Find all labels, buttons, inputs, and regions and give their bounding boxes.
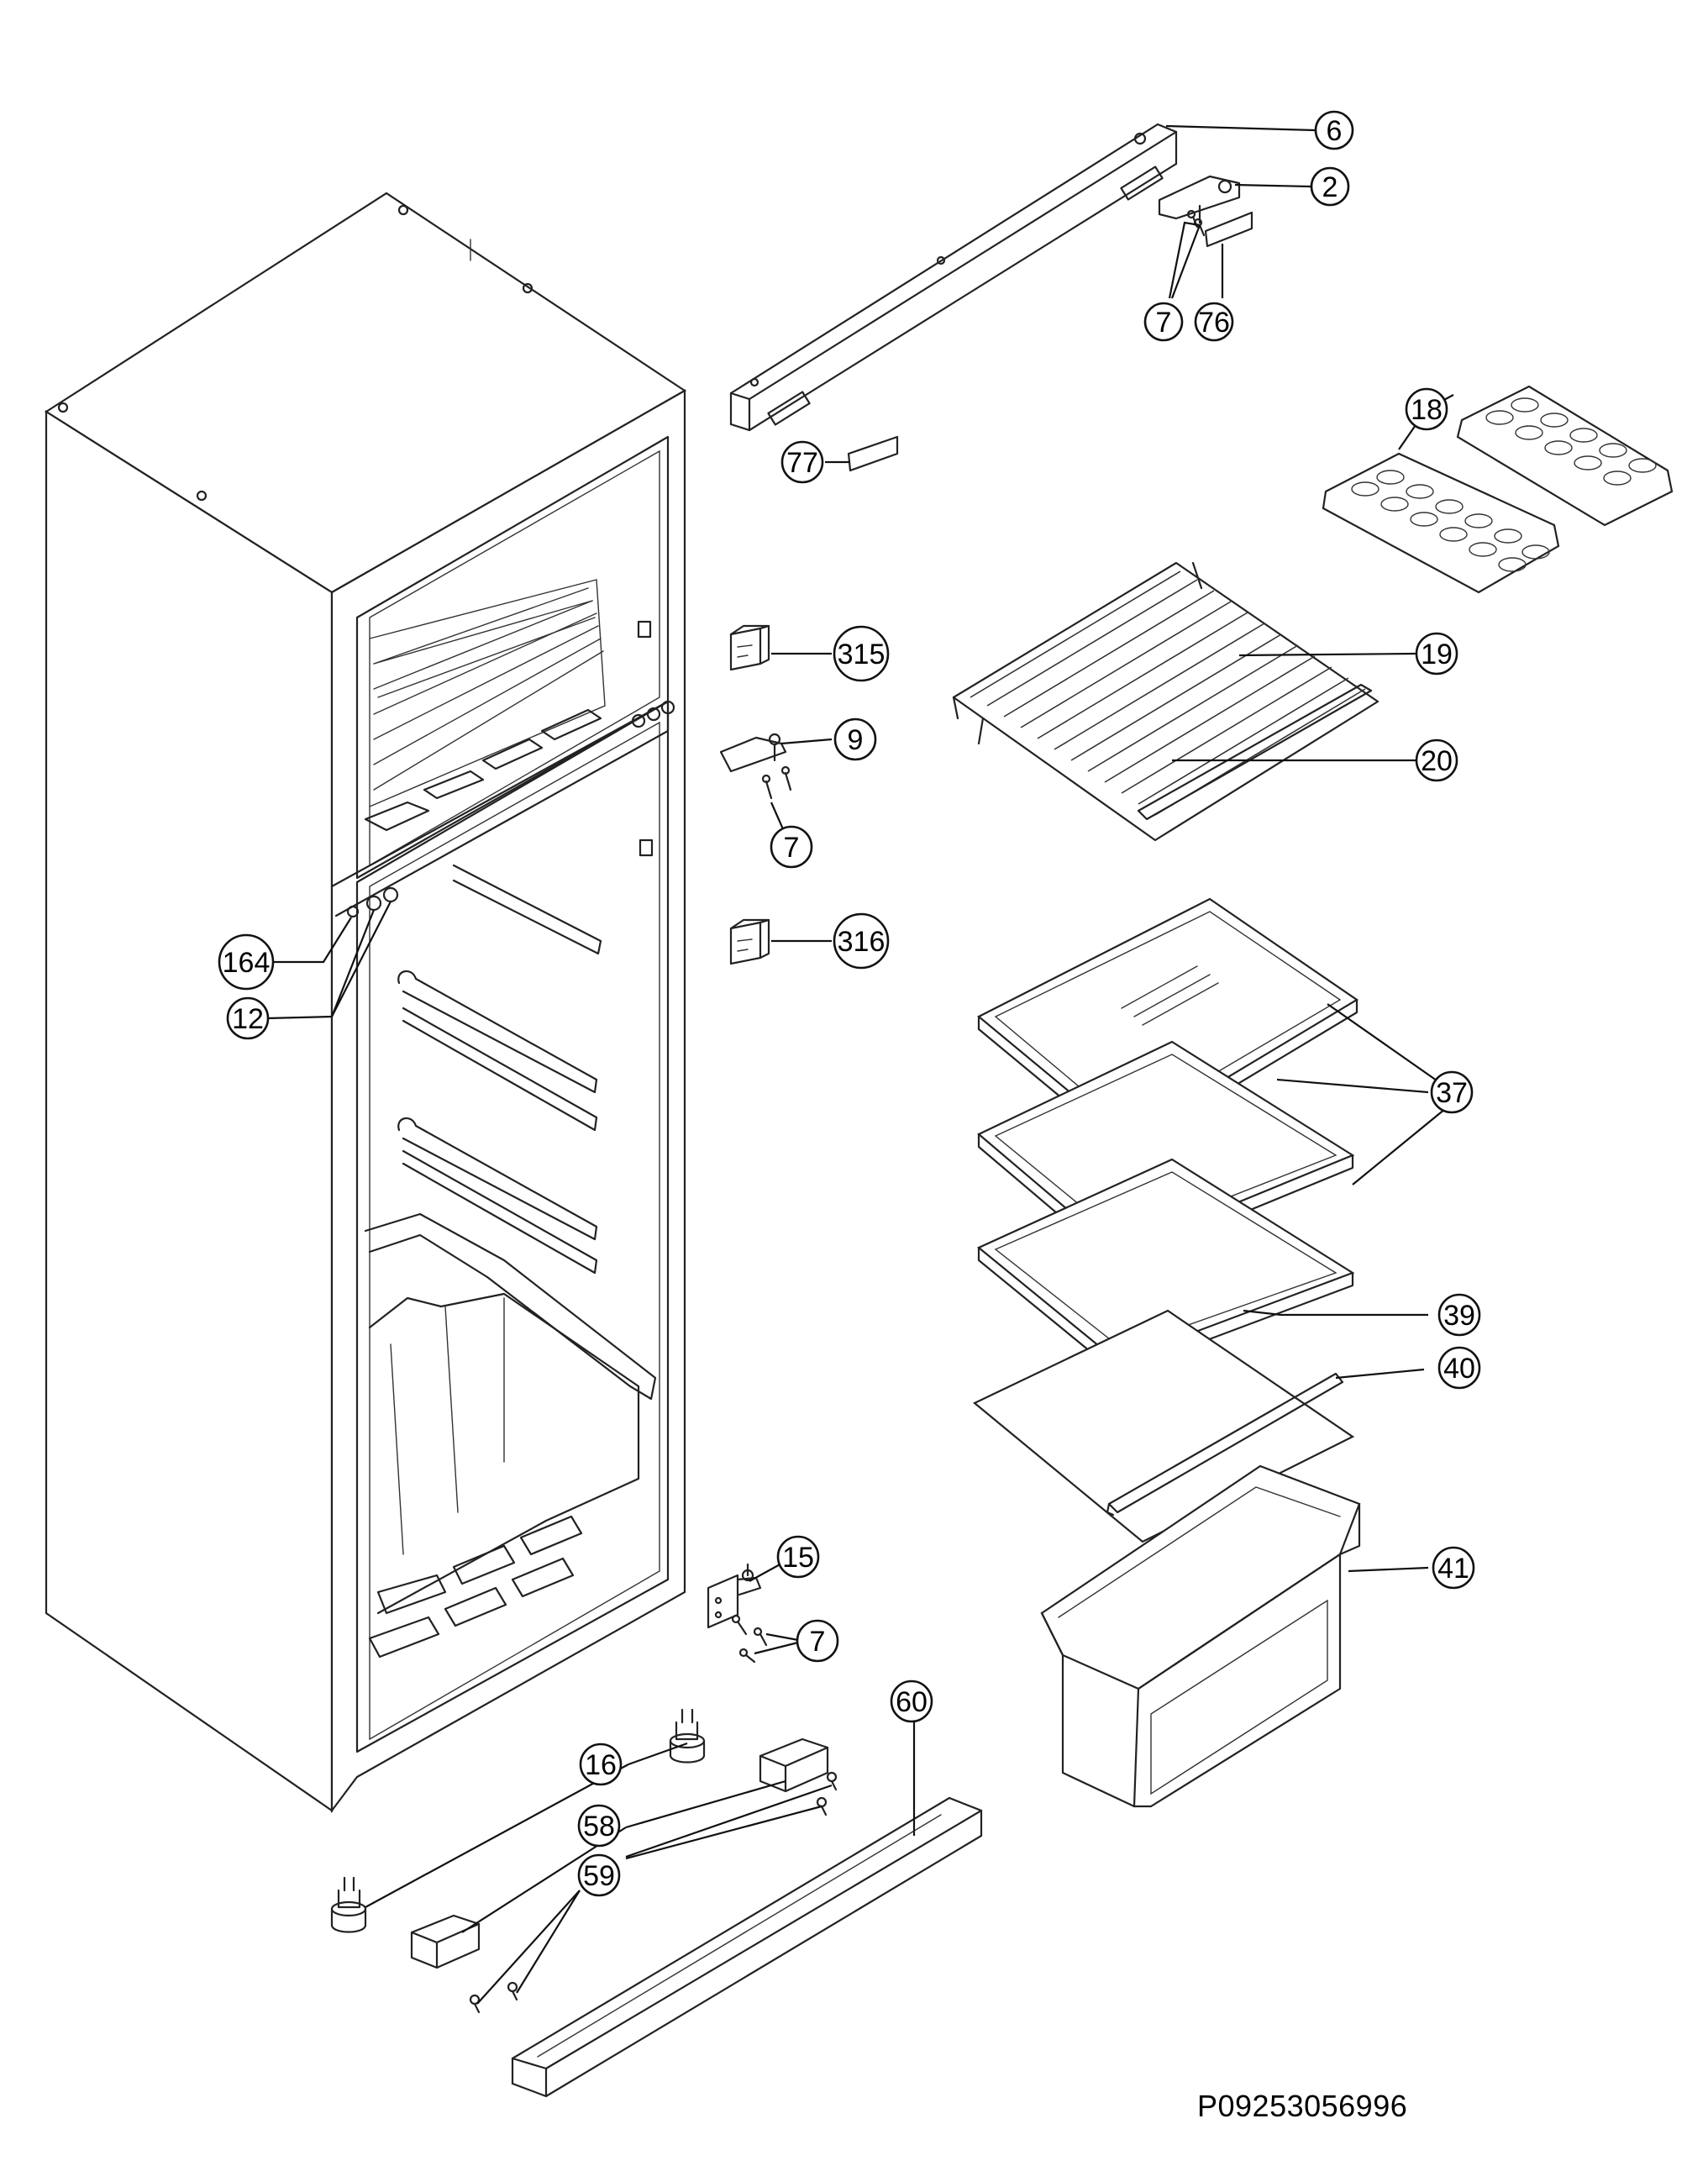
svg-text:77: 77	[786, 447, 818, 479]
lower-hinge	[707, 1563, 762, 1629]
top-hinge-cover	[729, 123, 1178, 432]
svg-text:76: 76	[1198, 307, 1230, 339]
svg-text:164: 164	[223, 947, 271, 979]
callout-39: 39	[1437, 1293, 1481, 1337]
screw	[761, 765, 792, 800]
callout-59: 59	[577, 1853, 621, 1897]
svg-text:315: 315	[838, 639, 886, 670]
callout-37: 37	[1430, 1070, 1474, 1114]
svg-text:9: 9	[848, 724, 864, 756]
kickplate-bracket	[759, 1737, 829, 1793]
screw	[731, 1614, 768, 1664]
svg-text:60: 60	[896, 1686, 928, 1718]
kickplate	[511, 1796, 983, 2098]
callout-40: 40	[1437, 1346, 1481, 1390]
svg-text:19: 19	[1421, 639, 1453, 670]
lamp-housing	[729, 918, 770, 965]
kickplate-bracket	[410, 1914, 481, 1969]
svg-text:15: 15	[782, 1542, 814, 1574]
callout-9: 9	[833, 718, 877, 761]
callout-164: 164	[218, 933, 275, 991]
callout-76: 76	[1194, 302, 1234, 342]
callout-16: 16	[579, 1743, 623, 1786]
callout-19: 19	[1415, 632, 1458, 675]
crisper-drawer	[1040, 1464, 1361, 1808]
svg-text:39: 39	[1443, 1300, 1475, 1332]
svg-text:16: 16	[585, 1749, 617, 1781]
svg-text:37: 37	[1436, 1077, 1468, 1109]
callout-316: 316	[833, 912, 890, 970]
callout-58: 58	[577, 1804, 621, 1848]
svg-text:18: 18	[1411, 394, 1443, 426]
refrigerator-cabinet	[44, 192, 687, 1814]
callout-2: 2	[1310, 166, 1350, 207]
screw	[1186, 209, 1206, 237]
middle-hinge	[719, 733, 787, 773]
svg-text:58: 58	[583, 1811, 615, 1842]
cover-plate	[847, 435, 899, 472]
drawing-code: P09253056996	[1197, 2089, 1408, 2123]
upper-hinge	[1158, 175, 1241, 224]
callout-77: 77	[780, 440, 824, 484]
callout-60: 60	[890, 1680, 933, 1723]
svg-text:2: 2	[1322, 171, 1338, 203]
ice-tray	[1456, 385, 1674, 527]
wire-shelf	[952, 561, 1380, 842]
svg-text:316: 316	[838, 926, 886, 958]
svg-text:41: 41	[1437, 1553, 1469, 1585]
hinge-plate	[1204, 211, 1253, 248]
callout-7: 7	[1143, 302, 1184, 342]
svg-text:40: 40	[1443, 1353, 1475, 1385]
callout-12: 12	[226, 996, 270, 1040]
svg-text:7: 7	[1156, 307, 1172, 339]
adjustable-foot	[330, 1876, 367, 1933]
callout-315: 315	[833, 625, 890, 682]
shelf-guard-strip	[1137, 683, 1373, 821]
svg-text:7: 7	[810, 1626, 826, 1658]
callout-18: 18	[1405, 387, 1448, 431]
svg-text:59: 59	[583, 1860, 615, 1892]
svg-text:20: 20	[1421, 745, 1453, 777]
callout-7: 7	[796, 1619, 839, 1663]
callout-7: 7	[770, 825, 813, 869]
svg-text:12: 12	[232, 1003, 264, 1035]
callout-6: 6	[1314, 110, 1354, 150]
callout-15: 15	[776, 1535, 820, 1579]
adjustable-foot	[669, 1708, 706, 1764]
thermostat-housing	[729, 624, 770, 671]
ice-tray	[1322, 452, 1560, 594]
crisper-guard-strip	[1107, 1372, 1344, 1514]
callout-41: 41	[1432, 1546, 1475, 1590]
svg-text:6: 6	[1327, 115, 1343, 147]
svg-text:7: 7	[784, 832, 800, 864]
callout-20: 20	[1415, 739, 1458, 782]
